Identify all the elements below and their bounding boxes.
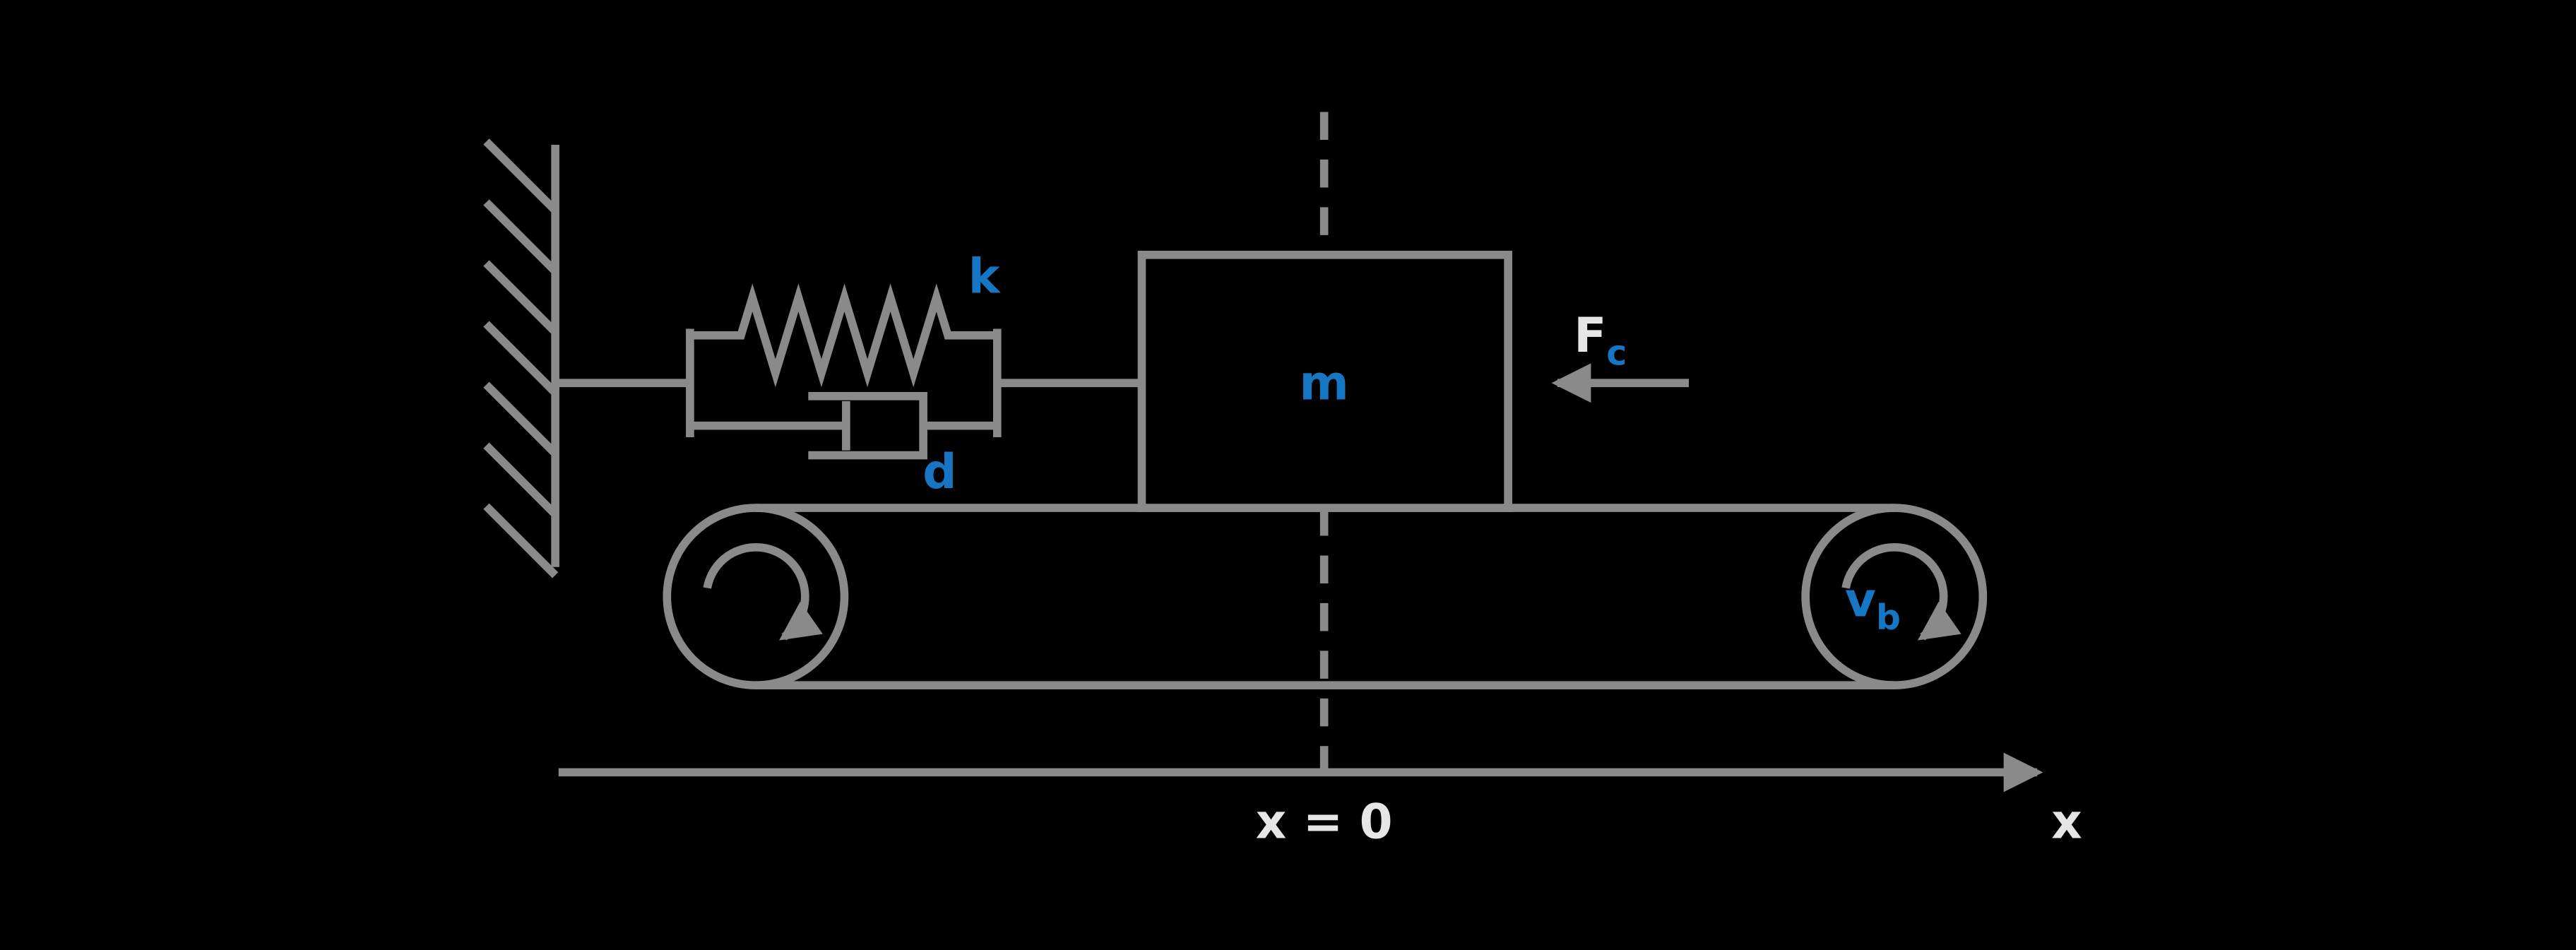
rotation-arrow-right-icon — [1841, 543, 1961, 641]
rotation-arrow-left-icon — [703, 543, 823, 641]
damper-coefficient-label: d — [922, 444, 956, 499]
conveyor-belt — [663, 504, 1988, 690]
origin-label: x = 0 — [1256, 794, 1393, 850]
x-axis-label: x — [2051, 794, 2082, 850]
wall-hatch-line — [483, 138, 559, 214]
wall-hatch-line — [483, 321, 559, 396]
wall — [483, 138, 559, 578]
wall-hatch-line — [483, 260, 559, 336]
spring-coil — [689, 283, 997, 388]
spring-stiffness-label: k — [968, 248, 1002, 304]
wall-hatch-line — [483, 199, 559, 275]
belt-speed-symbol: v — [1845, 572, 1876, 628]
belt-speed-subscript: b — [1876, 598, 1901, 638]
wall-hatching — [483, 138, 559, 578]
belt-speed-label: vb — [1845, 572, 1901, 639]
x-axis: x = 0 x — [558, 752, 2082, 850]
mass-block — [1137, 251, 1512, 512]
mass-label: m — [1300, 355, 1349, 411]
damper — [689, 392, 997, 460]
spring-damper-assembly — [686, 283, 1002, 460]
force-arrow: Fc — [1551, 307, 1690, 403]
pulley-right — [1801, 504, 1988, 690]
wall-hatch-line — [483, 503, 559, 578]
wall-hatch-line — [483, 442, 559, 518]
force-label: Fc — [1574, 307, 1627, 374]
force-symbol: F — [1574, 307, 1606, 363]
pulley-left — [663, 504, 849, 690]
wall-hatch-line — [483, 381, 559, 457]
force-subscript: c — [1606, 333, 1627, 374]
